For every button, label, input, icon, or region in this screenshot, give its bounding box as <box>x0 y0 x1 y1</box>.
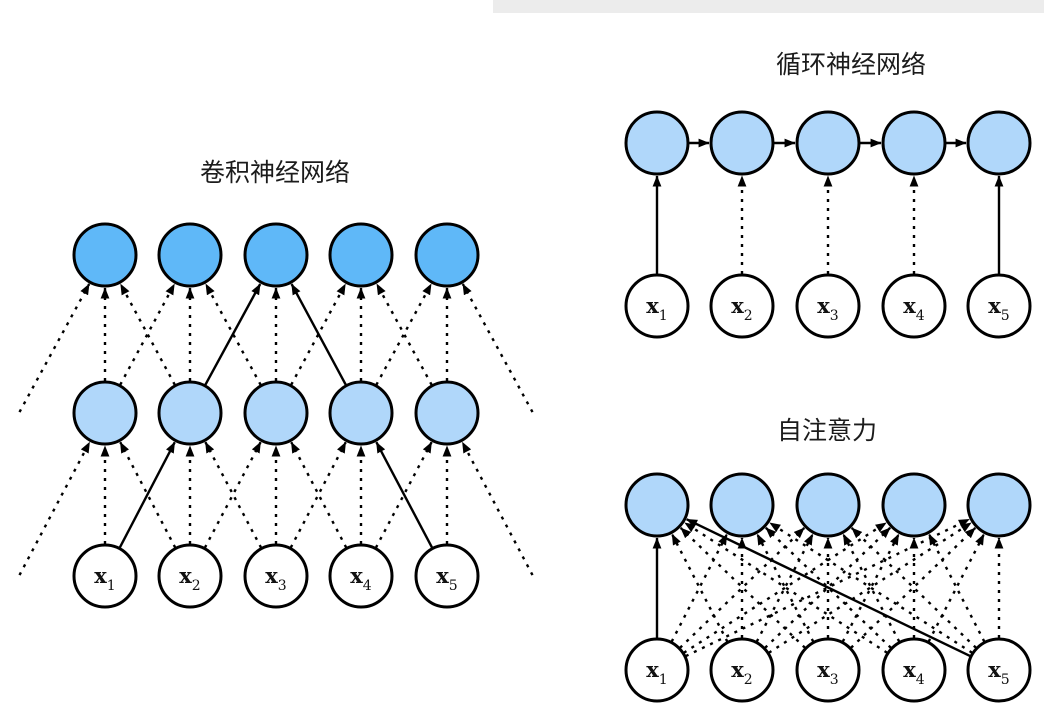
attention-input-label-3: x3 <box>817 657 838 688</box>
rnn-input-node-5 <box>966 273 1032 339</box>
attention-edge-input0-to-out2 <box>679 527 806 649</box>
self-attention-title: 自注意力 <box>776 416 877 445</box>
cnn-edge-offRinput-to-hidden4 <box>461 441 534 576</box>
rnn-hidden-node-2 <box>709 110 775 176</box>
attention-edge-input1-to-out4 <box>768 521 972 654</box>
cnn-edge-hidden3-to-top4 <box>375 283 433 386</box>
attention-edge-input1-to-out2 <box>755 533 814 643</box>
cnn-input-label-5: x5 <box>436 563 457 594</box>
cnn-edge-hidden2-to-top3 <box>290 283 347 386</box>
attention-diagram: x1 x2 x3 x4 x5 <box>624 472 1032 703</box>
rnn-input-label-4: x4 <box>903 293 925 324</box>
cnn-input-node-1 <box>72 543 138 609</box>
attention-edge-input1-to-out3 <box>764 526 892 649</box>
attention-input-label-2: x2 <box>731 657 752 688</box>
cnn-input-node-5 <box>414 543 480 609</box>
attention-edge-input4-to-out2 <box>850 527 977 649</box>
cnn-hidden-node-3 <box>243 380 309 446</box>
cnn-edge-hidden0-to-top1 <box>119 283 176 386</box>
attention-out-node-1 <box>624 472 690 538</box>
rnn-diagram: x1 x2 x3 x4 x5 <box>624 110 1032 339</box>
cnn-edge-hidden2-to-top1 <box>204 283 262 386</box>
attention-edge-input2-to-out1 <box>756 533 815 643</box>
attention-edge-input2-to-out3 <box>841 533 900 643</box>
cnn-edge-input3-to-hidden2 <box>290 441 348 549</box>
attention-input-node-3 <box>795 637 861 703</box>
cnn-top-node-5 <box>414 222 480 288</box>
attention-edge-input4-to-out1 <box>769 521 973 654</box>
rnn-hidden-node-3 <box>795 110 861 176</box>
cnn-edge-hidden1-to-top0 <box>119 283 176 386</box>
cnn-edge-hidden1-to-top2 <box>204 283 262 386</box>
attention-edge-input0-to-out4 <box>685 518 970 658</box>
rnn-input-node-3 <box>795 273 861 339</box>
cnn-top-node-3 <box>243 222 309 288</box>
cnn-hidden-node-4 <box>328 380 394 446</box>
rnn-input-node-4 <box>881 273 947 339</box>
cnn-hidden-node-2 <box>157 380 223 446</box>
cnn-input-node-3 <box>243 543 309 609</box>
cnn-edge-input2-to-hidden1 <box>204 441 263 549</box>
attention-edge-input0-to-out1 <box>670 533 728 643</box>
attention-input-label-4: x4 <box>903 657 925 688</box>
cnn-top-node-2 <box>157 222 223 288</box>
rnn-input-label-3: x3 <box>817 293 838 324</box>
cnn-edge-input3-to-hidden4 <box>374 441 433 549</box>
cnn-edge-hidden3-to-top2 <box>290 283 347 386</box>
attention-edge-input1-to-out0 <box>671 533 729 643</box>
attention-edge-input2-to-out4 <box>850 527 977 649</box>
cnn-input-node-2 <box>157 543 223 609</box>
attention-input-node-1 <box>624 637 690 703</box>
attention-out-node-2 <box>709 472 775 538</box>
rnn-input-node-2 <box>709 273 775 339</box>
rnn-title: 循环神经网络 <box>775 50 926 79</box>
rnn-input-label-1: x1 <box>646 293 667 324</box>
rnn-hidden-node-5 <box>966 110 1032 176</box>
attention-out-node-3 <box>795 472 861 538</box>
cnn-input-node-4 <box>328 543 394 609</box>
cnn-edge-hidden4-to-top3 <box>375 283 433 386</box>
attention-input-label-1: x1 <box>646 657 667 688</box>
cnn-input-label-2: x2 <box>179 563 200 594</box>
cnn-edge-input2-to-hidden3 <box>289 441 347 549</box>
attention-input-node-5 <box>966 637 1032 703</box>
cnn-edge-offLhidden-to-top0 <box>18 283 91 413</box>
cnn-input-label-1: x1 <box>94 563 115 594</box>
cnn-hidden-node-5 <box>414 380 480 446</box>
cnn-top-node-4 <box>328 222 394 288</box>
attention-out-node-5 <box>966 472 1032 538</box>
cnn-diagram: x1 x2 x3 x4 x5 <box>18 222 534 609</box>
attention-edge-input4-to-out3 <box>928 533 986 643</box>
window-chrome-bar <box>493 0 1044 13</box>
cnn-edge-input1-to-hidden0 <box>119 441 177 549</box>
cnn-input-label-4: x4 <box>350 563 372 594</box>
cnn-input-label-3: x3 <box>265 563 286 594</box>
attention-out-node-4 <box>881 472 947 538</box>
cnn-edge-offLinput-to-hidden0 <box>18 441 91 576</box>
cnn-hidden-node-1 <box>72 380 138 446</box>
rnn-hidden-node-4 <box>881 110 947 176</box>
cnn-edge-input1-to-hidden2 <box>203 441 262 549</box>
attention-edge-input3-to-out4 <box>927 533 985 643</box>
rnn-input-label-2: x2 <box>731 293 752 324</box>
rnn-input-node-1 <box>624 273 690 339</box>
rnn-input-label-5: x5 <box>988 293 1009 324</box>
cnn-edge-offRhidden-to-top4 <box>461 283 534 413</box>
cnn-edge-input4-to-hidden3 <box>375 441 434 549</box>
attention-input-node-4 <box>881 637 947 703</box>
attention-edge-input4-to-out0 <box>686 518 971 658</box>
attention-edge-input0-to-out3 <box>683 521 887 654</box>
attention-input-label-5: x5 <box>988 657 1009 688</box>
attention-input-node-2 <box>709 637 775 703</box>
cnn-title: 卷积神经网络 <box>199 158 350 187</box>
cnn-top-node-1 <box>72 222 138 288</box>
cnn-edge-input0-to-hidden1 <box>118 441 176 549</box>
attention-edge-input3-to-out2 <box>842 533 901 643</box>
rnn-hidden-node-1 <box>624 110 690 176</box>
